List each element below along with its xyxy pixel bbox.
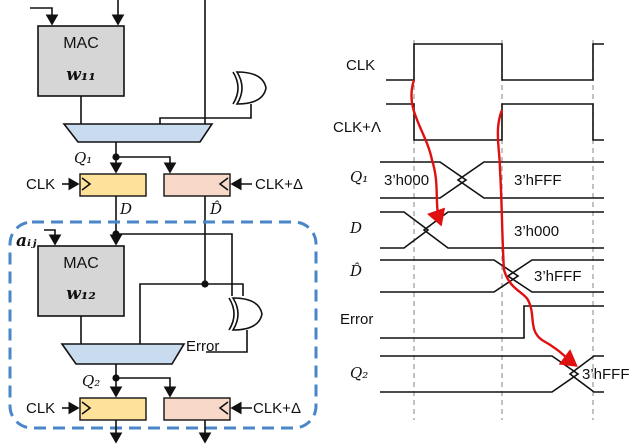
signal-d: D 3’h000 [349, 211, 604, 249]
register-row-1: CLK CLK+Δ [26, 173, 303, 197]
timing-q1-label: Q₁ [350, 168, 368, 186]
error-label: Error [186, 338, 219, 355]
mac-1-title: MAC [63, 35, 99, 52]
q2-node-label: Q₂ [82, 372, 100, 390]
signal-clk: CLK [346, 43, 604, 81]
timing-clk-lambda-label: CLK+Λ [333, 119, 381, 136]
timing-q2-label: Q₂ [350, 364, 368, 382]
mac-1-weight: w₁₁ [66, 65, 96, 85]
q1-before-value: 3’h000 [384, 172, 429, 189]
clk-label-2: CLK [26, 400, 55, 417]
timing-error-label: Error [340, 311, 373, 328]
dhat-value: 3’hFFF [534, 268, 582, 285]
mux-2 [60, 316, 186, 398]
timing-clk-label: CLK [346, 57, 375, 74]
q1-node-label: Q₁ [74, 149, 92, 167]
clk-delta-label-2: CLK+Δ [253, 400, 301, 417]
mac-unit-2: MAC w₁₂ [37, 245, 125, 317]
mac-2-title: MAC [63, 255, 99, 272]
timing-diagram: CLK CLK+Λ Q₁ 3’h000 3’hFFF D 3’h000 D̂ [333, 40, 630, 420]
signal-error: Error [340, 305, 604, 339]
mac-unit-1: MAC w₁₁ [37, 25, 125, 97]
circuit-schematic: MAC w₁₁ Q₁ CLK CLK+Δ [8, 0, 318, 444]
clk-label-1: CLK [26, 176, 55, 193]
signal-dhat: D̂ 3’hFFF [349, 259, 604, 293]
timing-d-label: D [349, 219, 362, 237]
register-row-2: CLK CLK+Δ [26, 397, 301, 421]
dhat-label: D̂ [209, 200, 222, 218]
signal-clk-lambda: CLK+Λ [333, 103, 604, 141]
q2-value: 3’hFFF [582, 366, 630, 383]
signal-q2: Q₂ 3’hFFF [350, 355, 630, 393]
red-arrow-1 [410, 79, 446, 227]
d-value: 3’h000 [514, 223, 559, 240]
xor-gate-2: Error [186, 297, 263, 355]
xor-gate-1 [159, 71, 267, 124]
red-arrow-2 [496, 109, 578, 367]
input-a-ij: aᵢⱼ [16, 231, 37, 251]
timing-dhat-label: D̂ [349, 262, 362, 280]
mac-2-weight: w₁₂ [66, 284, 96, 304]
clk-delta-label-1: CLK+Δ [255, 176, 303, 193]
signal-q1: Q₁ 3’h000 3’hFFF [350, 161, 604, 199]
d-label: D [119, 200, 132, 218]
propagation-arrows [410, 79, 578, 367]
q1-after-value: 3’hFFF [514, 172, 562, 189]
